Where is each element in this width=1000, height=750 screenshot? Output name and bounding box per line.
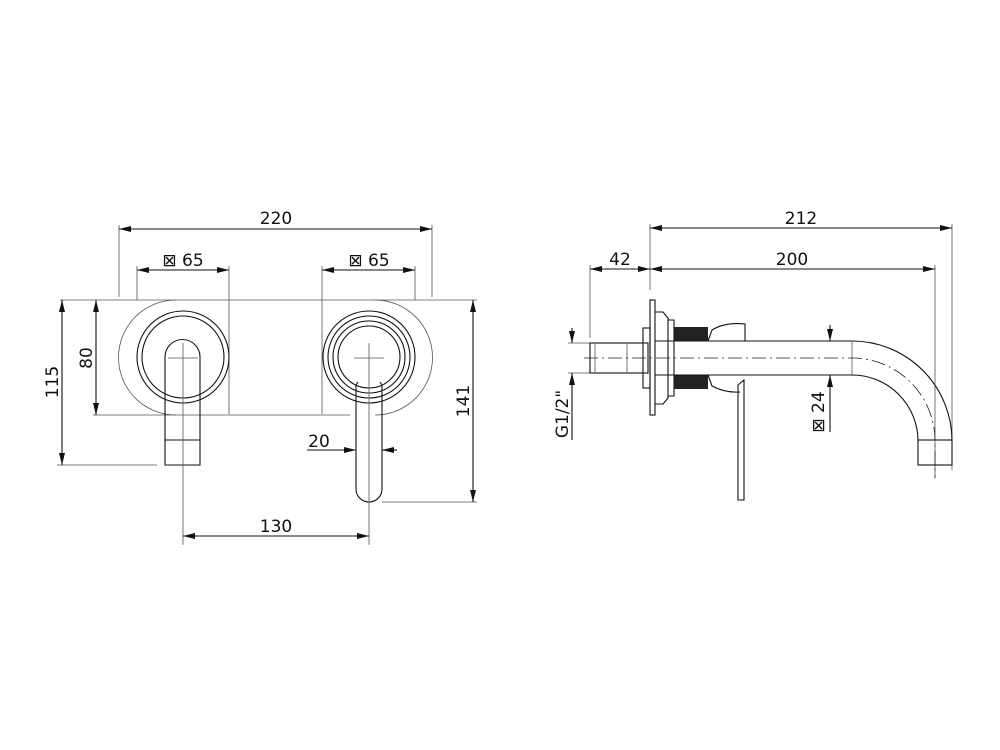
spout-pipe [655, 340, 953, 442]
dim-plate-height: 80 [77, 347, 97, 369]
front-view: 220 ⊠ 65 ⊠ 65 115 80 141 20 130 [43, 209, 477, 545]
dim-lever-width: 20 [308, 432, 330, 452]
dim-inlet-length: 42 [609, 250, 631, 270]
dim-rosette-right: ⊠ 65 [348, 251, 389, 271]
cover-plate [118, 299, 433, 416]
dim-rosette-left: ⊠ 65 [162, 251, 203, 271]
lever-side [737, 378, 745, 501]
dim-total-depth: 212 [785, 209, 817, 229]
spout-front [164, 338, 201, 466]
dim-thread: G1/2" [553, 390, 573, 438]
dim-spout-diameter: ⊠ 24 [809, 391, 829, 432]
wall-flange [649, 299, 656, 416]
right-rosette [322, 310, 416, 505]
thread-bottom [674, 375, 708, 389]
thread-top [674, 327, 708, 341]
dim-width-total: 220 [260, 209, 292, 229]
dim-spout-height: 115 [43, 366, 63, 398]
dim-spout-projection: 200 [776, 250, 808, 270]
dim-center-distance: 130 [260, 517, 292, 537]
left-rosette [136, 310, 230, 470]
dim-lever-height: 141 [454, 385, 474, 417]
side-view: 212 42 200 G1/2" ⊠ 24 [553, 209, 953, 501]
